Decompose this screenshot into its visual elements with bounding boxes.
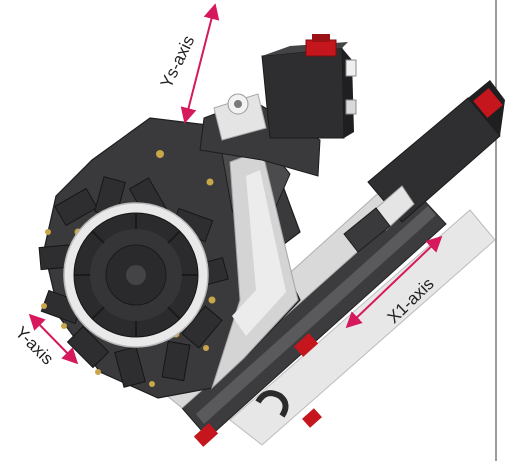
y-axis-arrow	[28, 313, 79, 365]
ys-axis-arrow	[180, 3, 220, 124]
servo-motor-icon	[343, 80, 505, 253]
turret-icon	[38, 176, 229, 388]
x1-axis-arrow	[345, 235, 443, 329]
servo-motor-icon	[199, 34, 357, 177]
